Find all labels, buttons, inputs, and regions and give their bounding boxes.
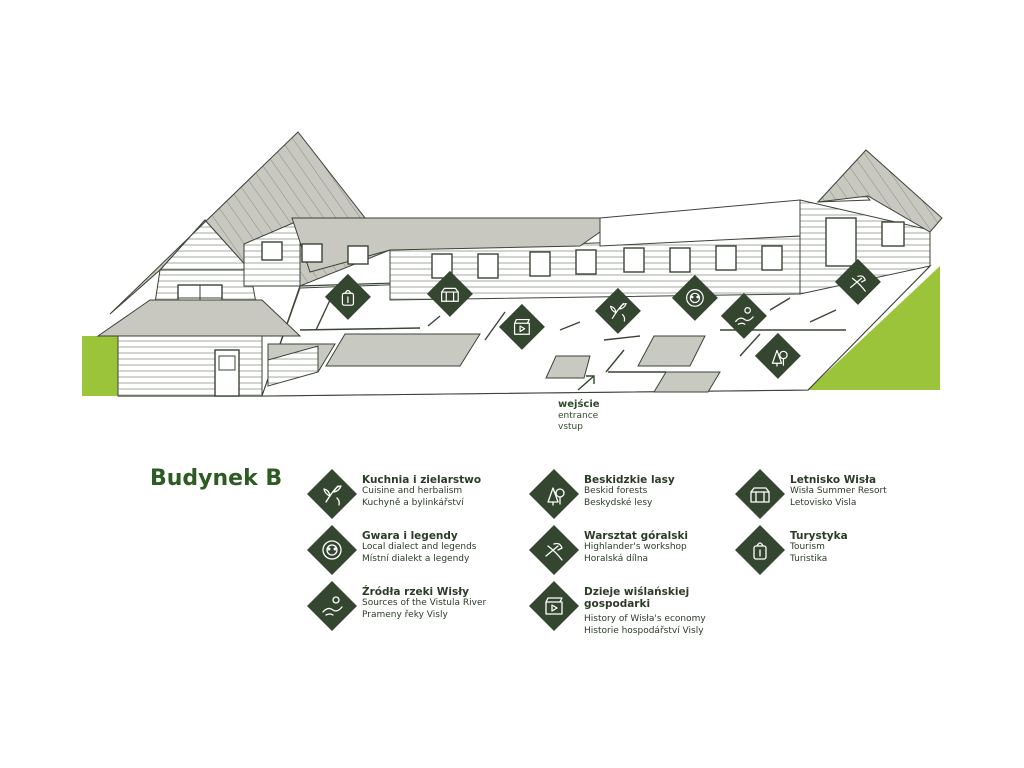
legend-item-cz: Historie hospodářství Visly xyxy=(584,625,704,636)
entrance-label-en: entrance xyxy=(558,411,599,421)
entrance-label-cz: vstup xyxy=(558,422,583,432)
legend-item-en: Sources of the Vistula River xyxy=(362,598,487,608)
legend-title: Budynek B xyxy=(150,466,283,491)
herbs-icon xyxy=(307,469,357,519)
legend-item-name: Dzieje wiślańskiej gospodarki xyxy=(584,586,690,610)
resort-icon xyxy=(735,469,785,519)
river-icon xyxy=(307,581,357,631)
floor-room-2 xyxy=(325,333,481,367)
legend-item-en: History of Wisła's economy xyxy=(584,614,706,624)
central-roof xyxy=(291,217,622,273)
grass-right xyxy=(808,266,940,390)
right-door xyxy=(825,217,857,267)
legend-item-en: Cuisine and herbalism xyxy=(362,486,463,496)
legend-item-cz: Prameny řeky Visly xyxy=(362,609,448,620)
floor-room-5 xyxy=(653,371,721,393)
legend-item-en: Highlander's workshop xyxy=(584,542,687,552)
legend-item-en: Beskid forests xyxy=(584,486,648,496)
floor-room-3 xyxy=(545,355,591,379)
legend-item-name: Źródła rzeki Wisły xyxy=(362,586,469,598)
map-marker-dialect-icon xyxy=(671,274,718,321)
central-windows xyxy=(261,241,783,279)
entrance-label-pl: wejście xyxy=(558,399,600,410)
entrance-label: wejście entrance vstup xyxy=(558,399,600,433)
floor-room-4 xyxy=(637,335,706,367)
legend-item-cz: Místní dialekt a legendy xyxy=(362,553,470,564)
entrance-arrow-icon xyxy=(577,375,595,391)
legend-item-name: Kuchnia i zielarstwo xyxy=(362,474,482,486)
workshop-icon xyxy=(529,525,579,575)
map-marker-resort-icon xyxy=(426,270,473,317)
legend-item-cz: Letovisko Visla xyxy=(790,497,857,508)
legend-item-en: Local dialect and legends xyxy=(362,542,477,552)
map-marker-river-icon xyxy=(720,292,767,339)
legend-item-cz: Turistika xyxy=(790,553,828,564)
legend-item-name: Turystyka xyxy=(790,530,848,542)
left-wing-wall xyxy=(117,335,263,397)
map-marker-film-icon xyxy=(498,303,545,350)
legend-item-name: Gwara i legendy xyxy=(362,530,458,542)
map-marker-herbs-icon xyxy=(594,287,641,334)
right-roof xyxy=(816,149,943,233)
legend-item-en: Wisła Summer Resort xyxy=(790,486,887,496)
legend-item-name: Warsztat góralski xyxy=(584,530,689,542)
map-markers xyxy=(324,258,881,379)
left-roof-lower xyxy=(96,299,302,337)
floor-stairs xyxy=(267,345,319,387)
film-icon xyxy=(529,581,579,631)
legend-item-cz: Horalská dílna xyxy=(584,553,649,564)
legend-item-cz: Kuchyně a bylinkářství xyxy=(362,497,464,508)
legend-item-name: Beskidzkie lasy xyxy=(584,474,675,486)
legend-item-cz: Beskydské lesy xyxy=(584,497,653,508)
legend-item-name: Letnisko Wisła xyxy=(790,474,877,486)
legend-item-en: Tourism xyxy=(790,542,825,552)
dialect-icon xyxy=(307,525,357,575)
grass-left xyxy=(82,336,118,396)
map-marker-forest-icon xyxy=(754,332,801,379)
map-marker-tourism-icon xyxy=(324,273,371,320)
forest-icon xyxy=(529,469,579,519)
tourism-icon xyxy=(735,525,785,575)
map-marker-workshop-icon xyxy=(834,258,881,305)
